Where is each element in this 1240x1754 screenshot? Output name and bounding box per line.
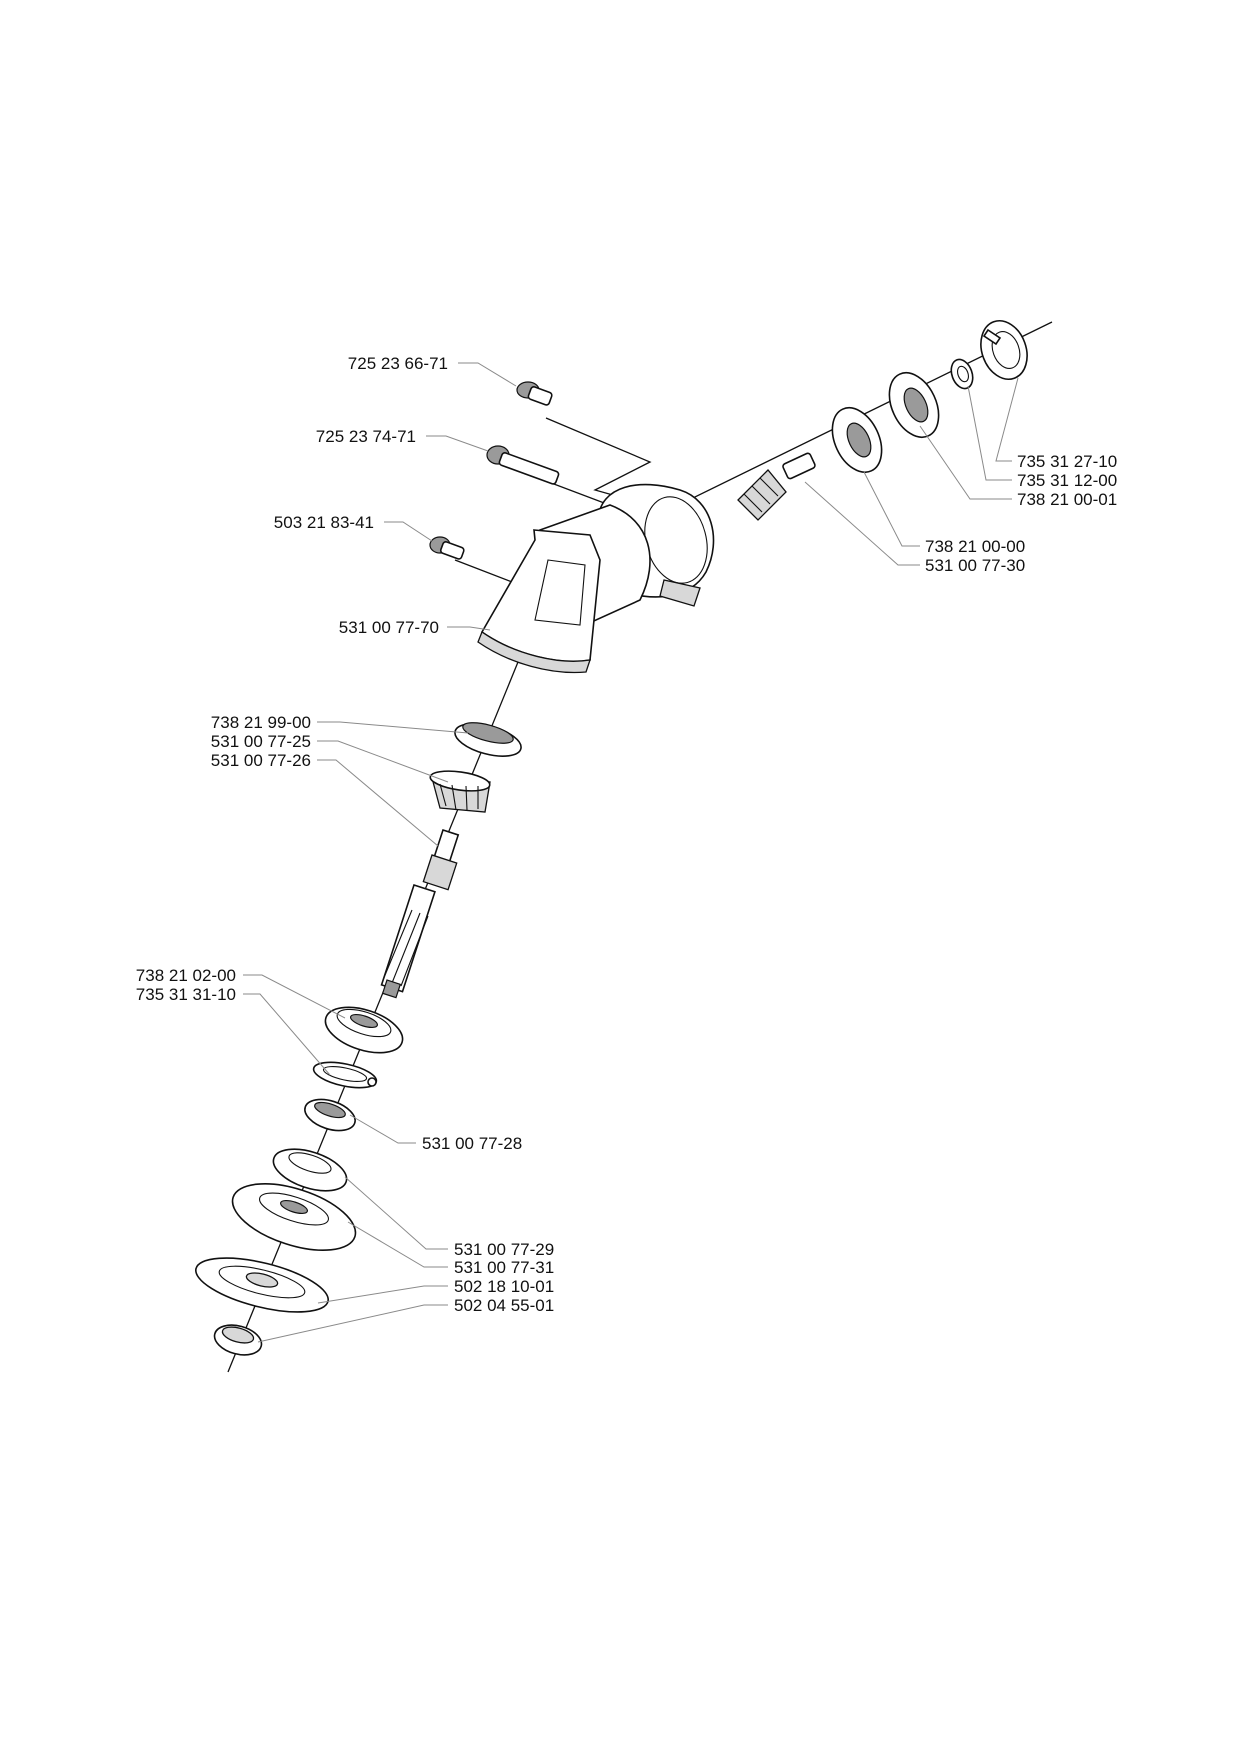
flange-upper-icon bbox=[231, 1183, 357, 1251]
label-bolt-short: 725 23 66-71 bbox=[348, 354, 448, 373]
label-bolt-long: 725 23 74-71 bbox=[316, 427, 416, 446]
label-bearing-outer: 738 21 00-01 bbox=[1017, 490, 1117, 509]
assembly-axes bbox=[227, 321, 1053, 1373]
label-bearing-inner: 738 21 00-00 bbox=[925, 537, 1025, 556]
bevel-gear-large-icon bbox=[429, 770, 491, 813]
label-flange-lower: 502 18 10-01 bbox=[454, 1277, 554, 1296]
bolt-short-icon bbox=[516, 381, 553, 406]
label-flange-upper: 531 00 77-31 bbox=[454, 1258, 554, 1277]
label-circlip-lower: 735 31 31-10 bbox=[136, 985, 236, 1004]
screw-small-icon bbox=[429, 536, 465, 560]
label-bearing-lower: 738 21 02-00 bbox=[136, 966, 236, 985]
support-washer-icon bbox=[272, 1148, 348, 1192]
circlip-inner-icon bbox=[950, 358, 974, 390]
circlip-outer-icon bbox=[980, 320, 1028, 380]
leader-lines bbox=[243, 362, 1019, 1343]
label-screw-small: 503 21 83-41 bbox=[274, 513, 374, 532]
label-spacer-ring: 531 00 77-28 bbox=[422, 1134, 522, 1153]
label-bevel-gear-large: 531 00 77-25 bbox=[211, 732, 311, 751]
circlip-lower-icon bbox=[312, 1061, 378, 1089]
pinion-gear-icon bbox=[737, 452, 816, 521]
bearing-upper-shaft-icon bbox=[454, 722, 522, 757]
label-output-shaft: 531 00 77-26 bbox=[211, 751, 311, 770]
label-circlip-inner: 735 31 12-00 bbox=[1017, 471, 1117, 490]
label-pinion-gear: 531 00 77-30 bbox=[925, 556, 1025, 575]
bolt-long-icon bbox=[486, 445, 560, 485]
spacer-ring-icon bbox=[304, 1098, 356, 1132]
bearing-lower-icon bbox=[324, 1006, 404, 1054]
nut-icon bbox=[213, 1324, 263, 1356]
label-bearing-upper-shaft: 738 21 99-00 bbox=[211, 713, 311, 732]
output-shaft-icon bbox=[380, 828, 460, 999]
gear-housing-icon bbox=[477, 483, 715, 674]
bearing-inner-icon bbox=[831, 407, 883, 473]
part-labels: 725 23 66-71 725 23 74-71 503 21 83-41 5… bbox=[136, 354, 1117, 1315]
label-support-washer: 531 00 77-29 bbox=[454, 1240, 554, 1259]
label-nut: 502 04 55-01 bbox=[454, 1296, 554, 1315]
bearing-outer-icon bbox=[888, 372, 940, 438]
flange-lower-icon bbox=[195, 1257, 329, 1313]
label-gear-housing: 531 00 77-70 bbox=[339, 618, 439, 637]
label-circlip-outer: 735 31 27-10 bbox=[1017, 452, 1117, 471]
